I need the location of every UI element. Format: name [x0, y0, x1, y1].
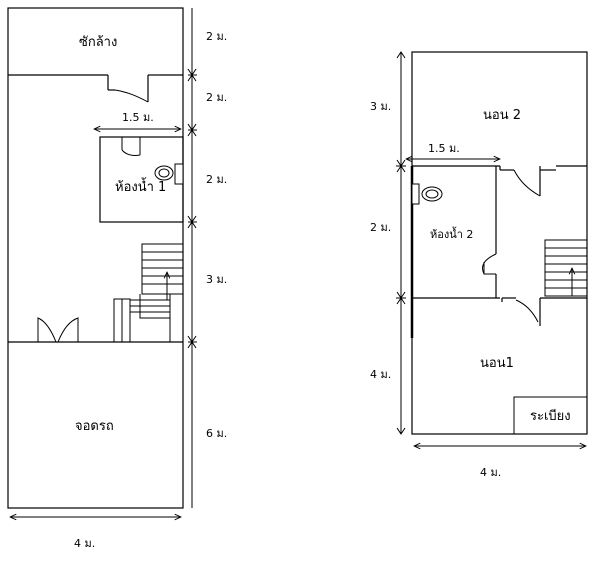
floor1-laundry-door: [107, 74, 160, 103]
bed2-door: [499, 165, 587, 197]
hall-height-label: 2 ม.: [206, 91, 227, 104]
floor2-stairs: [544, 239, 588, 297]
bathroom1-label: ห้องน้ำ 1: [115, 177, 166, 195]
laundry-label: ซักล้าง: [79, 35, 117, 50]
floor2-bathroom-door: [482, 253, 497, 275]
floor1-height-dims: [187, 8, 197, 508]
balcony-box: [513, 396, 588, 435]
toilet-icon: [154, 163, 184, 185]
laundry-height-label: 2 ม.: [206, 30, 227, 43]
floor1-width-label: 4 ม.: [74, 537, 95, 550]
floor1-stairs: [113, 243, 184, 343]
bathroom1-width-label: 1.5 ม.: [122, 111, 154, 124]
floor1-plan: ซักล้าง ห้องน้ำ 1 จอดรถ 2 ม. 2 ม. 2 ม. 3…: [7, 7, 227, 550]
bathroom1-height-label: 2 ม.: [206, 173, 227, 186]
floor1-bathroom-door: [121, 137, 141, 156]
stair-height-label: 3 ม.: [206, 273, 227, 286]
bed1-door: [501, 297, 587, 326]
balcony-label: ระเบียง: [530, 408, 571, 424]
bed1-label: นอน1: [480, 356, 514, 371]
bed1-height-label: 4 ม.: [370, 368, 391, 381]
floor1-front-door: [30, 317, 85, 343]
toilet-icon: [411, 183, 443, 205]
bed2-height-label: 3 ม.: [370, 100, 391, 113]
floor2-width-label: 4 ม.: [480, 466, 501, 479]
bathroom2-label: ห้องน้ำ 2: [430, 226, 473, 241]
parking-height-label: 6 ม.: [206, 427, 227, 440]
floor2-plan: นอน 2 ห้องน้ำ 2 นอน1 ระเบียง 3 ม. 2 ม. 4…: [370, 51, 588, 479]
bed2-label: นอน 2: [483, 108, 521, 123]
floor2-bathroom-wall: [410, 165, 500, 338]
parking-label: จอดรถ: [75, 419, 114, 434]
bathroom2-width-label: 1.5 ม.: [428, 142, 460, 155]
floor2-height-dims: [396, 51, 406, 435]
bathroom2-height-label: 2 ม.: [370, 221, 391, 234]
